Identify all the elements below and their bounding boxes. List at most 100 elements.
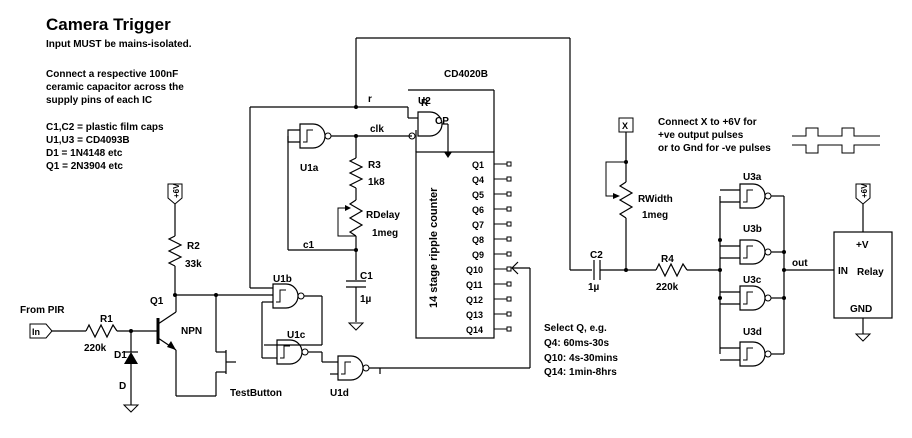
supply-right-label: +6V <box>860 183 869 198</box>
rdelay-label: RDelay <box>366 210 400 221</box>
capacitor-c2 <box>593 260 601 280</box>
supply-flag-left: +6V <box>167 183 183 205</box>
ground-symbol-c1 <box>347 322 365 331</box>
u1a-label: U1a <box>300 163 319 174</box>
counter-output-label: Q1 <box>472 160 484 170</box>
counter-u2 <box>415 151 495 339</box>
note-capacitor-1: Connect a respective 100nF <box>46 69 178 80</box>
counter-output-label: Q6 <box>472 205 484 215</box>
resistor-r4 <box>655 262 688 278</box>
nand-gate-u3d <box>739 341 772 367</box>
r2-value: 33k <box>185 259 202 270</box>
nand-gate-u3c <box>739 285 772 311</box>
parts-ics: U1,U3 = CD4093B <box>46 135 130 146</box>
input-terminal-label: In <box>32 327 40 337</box>
r4-label: R4 <box>661 254 674 265</box>
counter-output-label: Q13 <box>466 310 483 320</box>
nand-gate-u1a <box>299 123 332 149</box>
select-q-q10: Q10: 4s-30mins <box>544 353 618 364</box>
r1-value: 220k <box>84 343 107 354</box>
out-label: out <box>792 258 808 269</box>
u1b-label: U1b <box>273 274 292 285</box>
u3c-label: U3c <box>743 275 762 286</box>
test-button <box>216 350 236 374</box>
parts-caps: C1,C2 = plastic film caps <box>46 122 164 133</box>
counter-output-label: Q14 <box>466 325 483 335</box>
u1d-label: U1d <box>330 388 349 399</box>
parts-transistor: Q1 = 2N3904 etc <box>46 161 123 172</box>
u2-label: U2 <box>418 96 431 107</box>
counter-output-label: Q4 <box>472 175 484 185</box>
supply-left-label: +6V <box>172 183 181 198</box>
rwidth-label: RWidth <box>638 194 673 205</box>
test-button-label: TestButton <box>230 388 282 399</box>
r1-label: R1 <box>100 314 113 325</box>
potentiometer-rwidth <box>605 161 634 219</box>
rdelay-value: 1meg <box>372 228 398 239</box>
counter-output-label: Q8 <box>472 235 484 245</box>
c2-label: C2 <box>590 250 603 261</box>
c1-value: 1µ <box>360 294 372 305</box>
transistor-q1 <box>156 311 177 351</box>
relay-v-label: +V <box>856 240 869 251</box>
counter-label: 14 stage ripple counter <box>428 187 440 308</box>
relay-label: Relay <box>857 267 884 278</box>
parts-diode: D1 = 1N4148 etc <box>46 148 123 159</box>
u3b-label: U3b <box>743 224 762 235</box>
negative-pulse-waveform <box>792 144 880 154</box>
resistor-r2 <box>167 235 183 267</box>
nand-gate-u3b <box>739 239 772 265</box>
q-select-arrow <box>511 261 530 275</box>
counter-output-pins: Q1 Q4 Q5 Q6 Q7 Q8 Q9 Q10 Q11 Q12 Q13 Q14 <box>466 160 512 335</box>
u1c-label: U1c <box>287 330 306 341</box>
select-q-heading: Select Q, e.g. <box>544 323 607 334</box>
reset-net-label: r <box>368 94 372 105</box>
c1-net-label: c1 <box>303 240 315 251</box>
nand-gate-u1d <box>337 355 370 381</box>
note-capacitor-3: supply pins of each IC <box>46 95 152 106</box>
ground-symbol-d1 <box>122 404 140 413</box>
counter-output-label: Q9 <box>472 250 484 260</box>
note-isolation: Input MUST be mains-isolated. <box>46 39 192 50</box>
potentiometer-rdelay <box>337 199 364 237</box>
diagram-title: Camera Trigger <box>46 15 171 34</box>
counter-output-label: Q5 <box>472 190 484 200</box>
c2-value: 1µ <box>588 282 600 293</box>
nand-gate-u1b <box>272 283 305 309</box>
select-q-q4: Q4: 60ms-30s <box>544 338 609 349</box>
diode-d1 <box>124 351 138 364</box>
ground-symbol-relay <box>854 333 872 342</box>
reset-schmitt-gate <box>408 111 443 140</box>
r4-value: 220k <box>656 282 679 293</box>
r2-label: R2 <box>187 241 200 252</box>
counter-output-label: Q11 <box>466 280 483 290</box>
q1-label: Q1 <box>150 296 164 307</box>
counter-output-label: Q12 <box>466 295 483 305</box>
clk-net-label: clk <box>370 124 384 135</box>
from-pir-label: From PIR <box>20 305 65 316</box>
u3d-label: U3d <box>743 327 762 338</box>
x-label: X <box>622 121 628 131</box>
positive-pulse-waveform <box>792 127 880 137</box>
x-terminal: X <box>618 117 634 133</box>
r3-label: R3 <box>368 160 381 171</box>
relay-gnd-label: GND <box>850 304 872 315</box>
u2-part-label: CD4020B <box>444 69 488 80</box>
counter-output-label: Q7 <box>472 220 484 230</box>
nand-gate-u1c <box>276 339 309 365</box>
u3a-label: U3a <box>743 172 762 183</box>
rwidth-value: 1meg <box>642 210 668 221</box>
npn-label: NPN <box>181 326 202 337</box>
d1-label: D1 <box>114 350 127 361</box>
resistor-r1 <box>85 323 118 339</box>
nand-gate-u3a <box>739 183 772 209</box>
note-capacitor-2: ceramic capacitor across the <box>46 82 184 93</box>
supply-flag-right: +6V <box>855 183 871 205</box>
c1-label: C1 <box>360 271 373 282</box>
pin-cp-label: CP <box>435 116 449 127</box>
input-terminal: In <box>29 323 53 339</box>
pin-r-label: R <box>421 98 429 109</box>
resistor-r3 <box>348 157 364 189</box>
x-note-line2: +ve output pulses <box>658 130 744 141</box>
